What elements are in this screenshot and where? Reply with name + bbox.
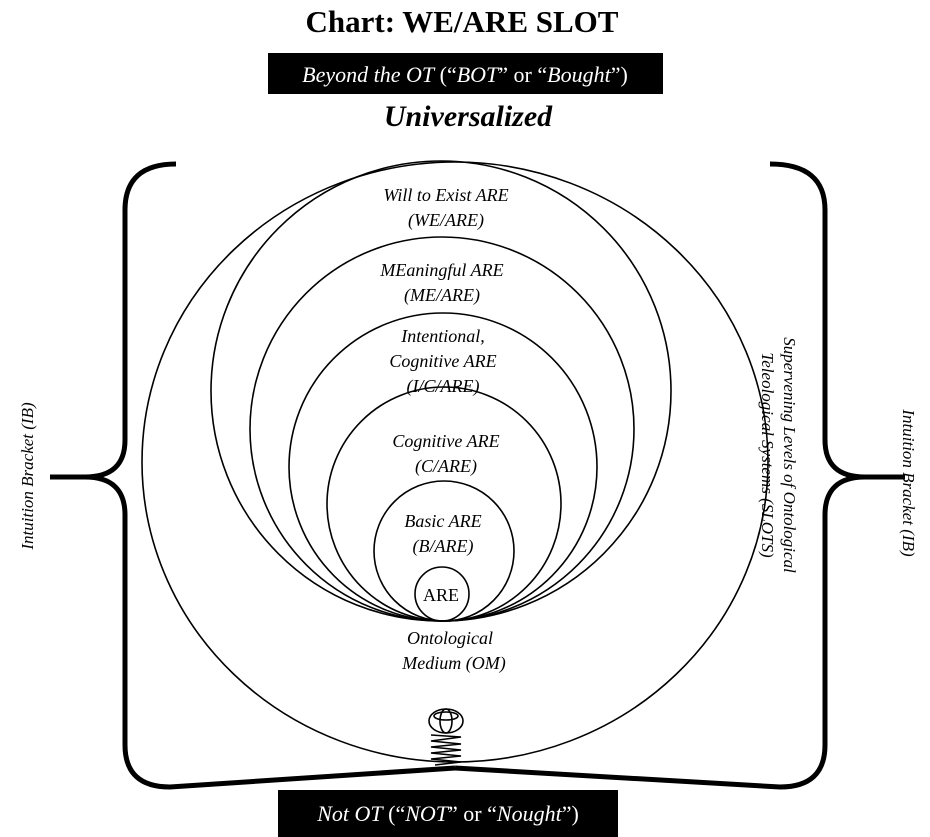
me-are-abbr: (ME/ARE) bbox=[404, 285, 480, 306]
we-are-abbr: (WE/ARE) bbox=[408, 210, 484, 231]
are-label: ARE bbox=[423, 585, 459, 605]
top-banner-text: Beyond the OT (“BOT” or “Bought”) bbox=[302, 62, 628, 87]
i-c-are-abbr: (I/C/ARE) bbox=[407, 376, 480, 397]
medium-label-2: Medium (OM) bbox=[401, 653, 505, 674]
c-are-label: Cognitive ARE bbox=[392, 431, 499, 451]
diagram-title: Chart: WE/ARE SLOT bbox=[306, 4, 619, 39]
bottom-banner bbox=[278, 790, 618, 837]
right-intuition-bracket bbox=[454, 161, 905, 790]
universalized-label: Universalized bbox=[384, 100, 553, 133]
b-are-abbr: (B/ARE) bbox=[413, 536, 474, 557]
bottom-banner-text: Not OT (“NOT” or “Nought”) bbox=[316, 801, 579, 826]
medium-label-1: Ontological bbox=[407, 628, 493, 648]
me-are-label: MEaningful ARE bbox=[379, 260, 503, 280]
i-c-are-label-1: Intentional, bbox=[400, 326, 485, 346]
i-c-are-label-2: Cognitive ARE bbox=[389, 351, 496, 371]
left-bracket-label: Intuition Bracket (IB) bbox=[18, 402, 37, 551]
b-are-label: Basic ARE bbox=[404, 511, 481, 531]
we-are-label: Will to Exist ARE bbox=[383, 185, 508, 205]
left-intuition-bracket bbox=[50, 161, 456, 790]
slots-label-1: Supervening Levels of Ontological bbox=[780, 337, 799, 573]
c-are-abbr: (C/ARE) bbox=[415, 456, 477, 477]
right-bracket-label: Intuition Bracket (IB) bbox=[899, 408, 918, 557]
are-circle bbox=[414, 566, 470, 622]
top-banner bbox=[268, 53, 663, 94]
globe-spring-icon bbox=[428, 708, 464, 766]
slots-label-2: Teleological Systems (SLOTS) bbox=[758, 352, 777, 558]
